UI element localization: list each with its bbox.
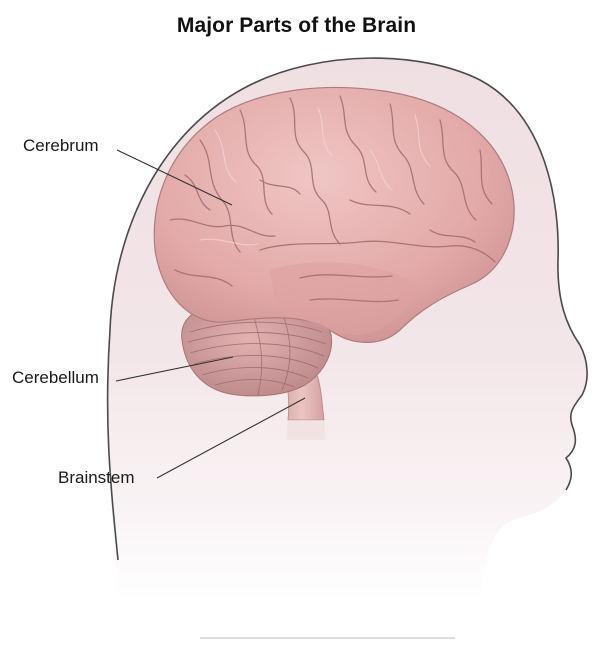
- label-cerebrum: Cerebrum: [23, 136, 99, 156]
- label-cerebellum: Cerebellum: [12, 368, 99, 388]
- label-brainstem: Brainstem: [58, 468, 135, 488]
